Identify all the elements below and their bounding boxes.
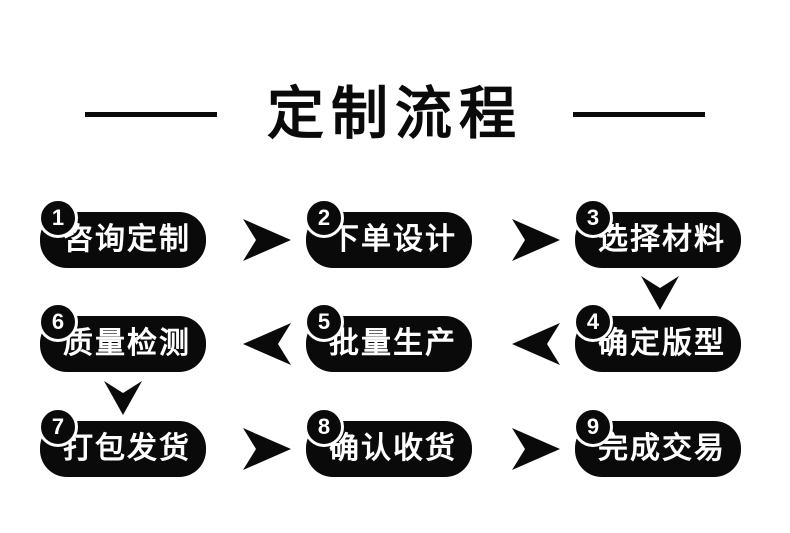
step-2: 2 下单设计 — [304, 198, 472, 268]
step-2-label: 下单设计 — [329, 223, 457, 256]
step-2-number-badge: 2 — [304, 198, 344, 238]
step-9-label: 完成交易 — [598, 432, 726, 465]
step-5-label: 批量生产 — [329, 327, 457, 360]
step-3: 3 选择材料 — [573, 198, 741, 268]
arrow-right-icon — [512, 428, 560, 470]
step-number: 5 — [317, 309, 331, 334]
step-9: 9 完成交易 — [573, 407, 741, 477]
step-8: 8 确认收货 — [304, 407, 472, 477]
step-8-label: 确认收货 — [329, 432, 457, 465]
step-1-number-badge: 1 — [38, 198, 78, 238]
arrow-right-icon — [243, 428, 291, 470]
step-5-number-badge: 5 — [304, 302, 344, 342]
step-number: 6 — [51, 309, 65, 334]
step-5: 5 批量生产 — [304, 302, 472, 372]
step-number: 1 — [51, 205, 65, 230]
step-6-label: 质量检测 — [63, 327, 191, 360]
step-6-number-badge: 6 — [38, 302, 78, 342]
title-row: 定制流程 — [0, 86, 790, 143]
arrow-left-icon — [243, 323, 291, 365]
step-6: 6 质量检测 — [38, 302, 206, 372]
page-title: 定制流程 — [267, 82, 523, 146]
step-7-label: 打包发货 — [63, 432, 191, 465]
step-1-label: 咨询定制 — [63, 223, 191, 256]
step-4: 4 确定版型 — [573, 302, 741, 372]
step-9-number-badge: 9 — [573, 407, 613, 447]
step-7: 7 打包发货 — [38, 407, 206, 477]
arrow-left-icon — [512, 323, 560, 365]
title-left-rule — [85, 112, 217, 117]
title-right-rule — [573, 112, 705, 117]
step-1: 1 咨询定制 — [38, 198, 206, 268]
step-4-label: 确定版型 — [598, 327, 726, 360]
step-7-number-badge: 7 — [38, 407, 78, 447]
arrow-right-icon — [512, 219, 560, 261]
step-number: 7 — [51, 414, 65, 439]
step-3-number-badge: 3 — [573, 198, 613, 238]
arrow-down-icon — [104, 381, 142, 415]
step-number: 9 — [586, 414, 600, 439]
step-8-number-badge: 8 — [304, 407, 344, 447]
step-number: 4 — [586, 309, 600, 334]
arrow-right-icon — [243, 219, 291, 261]
step-4-number-badge: 4 — [573, 302, 613, 342]
step-number: 3 — [586, 205, 600, 230]
step-number: 2 — [317, 205, 331, 230]
step-number: 8 — [317, 414, 331, 439]
arrow-down-icon — [641, 276, 679, 310]
step-3-label: 选择材料 — [598, 223, 726, 256]
